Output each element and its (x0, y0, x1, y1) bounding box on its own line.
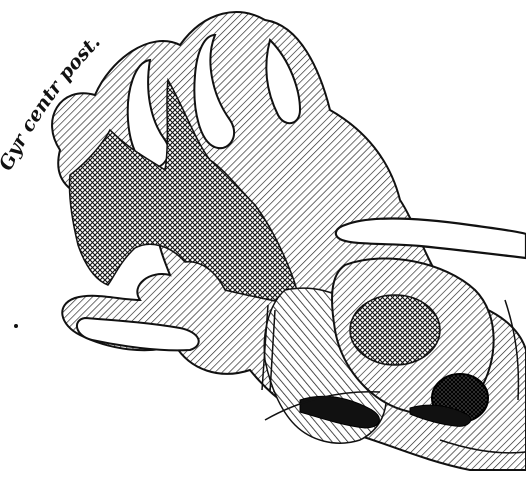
stray-dot (14, 324, 18, 328)
thalamic-nucleus (350, 295, 440, 365)
